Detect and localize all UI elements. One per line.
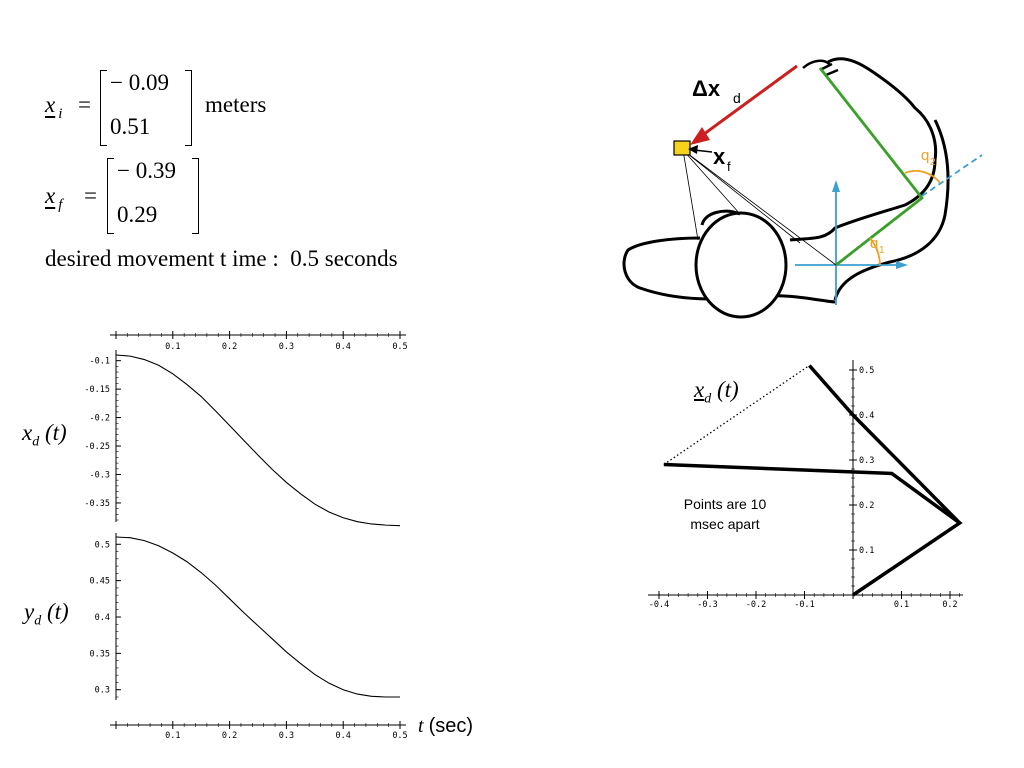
axis-extension-dashed [921,154,983,197]
xd-series-line [115,354,401,527]
yd-y-tick-label: 0.5 [95,540,110,550]
plot-xd: 0.1 0.2 0.3 0.4 0.5 -0.1 -0.15 -0.2 -0.25 -0.3 -0.… [84,331,408,527]
time-axis-tick-label: 0.5 [392,342,407,352]
xf-value-2: 0.29 [117,202,158,227]
xf-label: x [713,144,726,169]
q2-subscript: 2 [930,157,936,168]
path-y-tick-label: 0.2 [859,501,874,511]
torso-outline [622,236,836,304]
path-y-tick-label: 0.1 [859,546,874,556]
yd-y-tick-label: 0.3 [95,686,110,696]
desired-path-dotted [663,364,810,466]
delta-x-subscript: d [733,90,741,106]
points-note-line-1: Points are 10 [683,496,767,512]
path-x-tick-label: -0.2 [746,600,766,610]
yd-y-tick-label: 0.4 [95,613,110,623]
xd-y-tick-label: -0.15 [84,385,110,395]
xi-left-bracket [100,70,107,146]
xd-y-tick-label: -0.25 [84,442,110,452]
xi-value-2: 0.51 [110,114,151,139]
q1-subscript: 1 [879,245,885,256]
yd-y-tick-label: 0.45 [90,577,110,587]
forearm-outline [833,119,950,301]
path-x-tick-label: 0.2 [942,600,957,610]
xf-equals: = [84,183,97,208]
points-note-line-2: msec apart [690,516,760,532]
xf-subscript: f [58,197,63,213]
arm-initial-config [663,462,963,597]
xi-subscript: i [58,106,63,122]
path-y-tick-label: 0.4 [859,411,874,421]
time-axis-tick-label: 0.2 [222,731,237,741]
q2-label: q [921,147,929,164]
xd-axis-label: xd (t) [22,420,67,450]
yd-y-tick-label: 0.35 [90,649,110,659]
target-square [673,140,691,156]
sight-line-4 [682,149,837,266]
path-x-tick-label: -0.1 [794,600,814,610]
sight-line-2 [682,149,741,215]
time-axis-tick-label: 0.2 [222,342,237,352]
movement-time-text: desired movement t ime : 0.5 seconds [45,246,398,271]
xi-symbol: x [45,92,56,117]
upper-arm-outline [789,57,938,242]
sight-line-3 [682,149,801,244]
arm-links [818,67,924,267]
path-x-tick-label: 0.1 [894,600,909,610]
xf-left-bracket [107,158,114,234]
delta-arrow-head [690,127,710,145]
time-axis-tick-label: 0.3 [279,731,294,741]
points-note: Points are 10 msec apart [664,494,786,534]
xf-symbol: x [45,183,56,208]
xi-right-bracket [185,70,192,146]
time-axis-tick-label: 0.1 [165,342,180,352]
head-outline [694,211,788,319]
xi-unit: meters [205,92,267,117]
angle-q2-arc [904,170,941,184]
delta-x-label: Δx [692,76,721,101]
time-axis-tick-label: 0.1 [165,731,180,741]
plot-yd: 0.5 0.45 0.4 0.35 0.3 0.1 0.2 0.3 0.4 0.5 [90,533,408,741]
axis-vertical-arrow [832,180,840,192]
time-axis-tick-label: 0.4 [336,342,351,352]
xf-arrow-head [688,145,698,154]
plot-path: -0.4 -0.3 -0.2 -0.1 0.1 0.2 0.1 0.2 0.3 0.4 0.5 [648,360,963,610]
path-y-tick-label: 0.5 [859,366,874,376]
sight-line-1 [682,149,699,241]
shoulder-outline [700,209,741,226]
time-axis-tick-label: 0.4 [336,731,351,741]
time-axis-tick-label: 0.3 [279,342,294,352]
delta-arrow-line [699,64,798,139]
xf-value-1: − 0.39 [117,158,176,183]
yd-axis-label: yd (t) [24,599,69,629]
axis-horizontal-arrow [896,261,908,269]
time-axis-label: t (sec) [418,715,474,737]
xf-label-subscript: f [727,159,731,174]
xi-value-1: − 0.09 [110,70,169,95]
path-x-tick-label: -0.4 [649,600,669,610]
path-label: xd (t) [694,377,739,407]
xf-right-bracket [192,158,199,234]
q1-label: q [870,235,878,252]
time-axis-tick-label: 0.5 [392,731,407,741]
xd-y-tick-label: -0.3 [90,470,110,480]
xd-y-tick-label: -0.1 [90,357,110,367]
path-x-tick-label: -0.3 [697,600,717,610]
yd-series-line [115,536,400,698]
xi-equals: = [78,92,91,117]
path-y-tick-label: 0.3 [859,456,874,466]
arm-final-config [808,364,961,525]
xd-y-tick-label: -0.2 [90,414,110,424]
angle-q1-arc [869,237,881,266]
xd-y-tick-label: -0.35 [84,499,110,509]
